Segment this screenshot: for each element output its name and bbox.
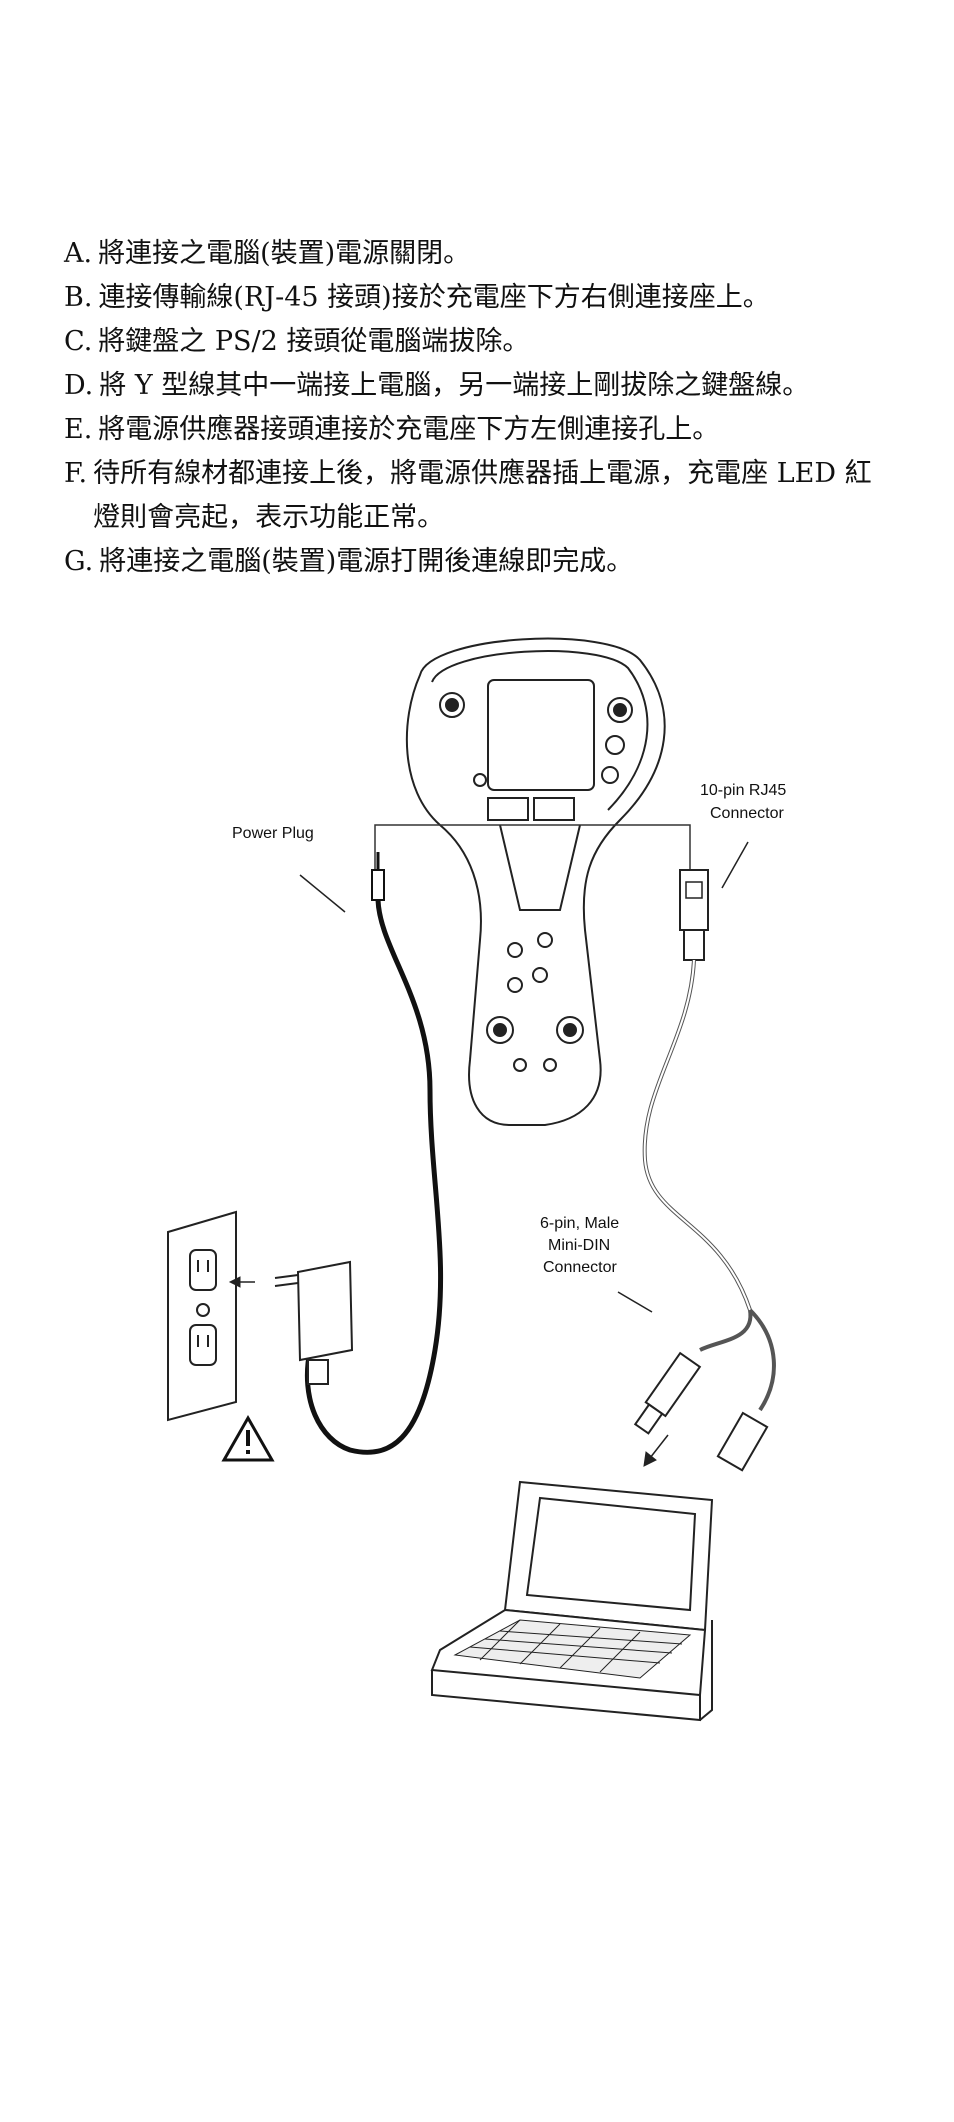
step-letter: G.: [64, 546, 94, 577]
laptop: [430, 1480, 714, 1722]
rj45-pointer: [721, 841, 749, 889]
step-letter: C.: [64, 326, 93, 357]
cradle-cable-leads: [374, 824, 691, 870]
step-text: 將連接之電腦(裝置)電源打開後連線即完成。: [99, 546, 634, 577]
wall-outlet: [167, 1210, 237, 1422]
y-cable: [633, 1308, 776, 1472]
step-letter: F.: [64, 458, 88, 489]
step-letter: D.: [64, 370, 94, 401]
step-text: 將連接之電腦(裝置)電源關閉。: [98, 238, 471, 269]
step-e: E. 將電源供應器接頭連接於充電座下方左側連接孔上。: [64, 408, 924, 452]
step-b: B. 連接傳輸線(RJ-45 接頭)接於充電座下方右側連接座上。: [64, 276, 924, 320]
power-adapter: [274, 1260, 354, 1385]
step-f: F. 待所有線材都連接上後，將電源供應器插上電源，充電座 LED 紅燈則會亮起，…: [64, 452, 924, 540]
din-pointer: [617, 1291, 653, 1313]
power-plug-label: Power Plug: [232, 825, 314, 842]
down-arrow: [643, 1434, 669, 1467]
power-plug-pointer: [299, 874, 346, 913]
step-g: G. 將連接之電腦(裝置)電源打開後連線即完成。: [64, 540, 924, 584]
power-cable: [304, 852, 444, 1455]
step-text: 將鍵盤之 PS/2 接頭從電腦端拔除。: [98, 326, 530, 357]
instruction-list: A. 將連接之電腦(裝置)電源關閉。 B. 連接傳輸線(RJ-45 接頭)接於充…: [64, 232, 924, 584]
step-a: A. 將連接之電腦(裝置)電源關閉。: [64, 232, 924, 276]
warning-icon: [221, 1414, 275, 1462]
step-text: 將電源供應器接頭連接於充電座下方左側連接孔上。: [98, 414, 720, 445]
keyboard-grid: [453, 1619, 692, 1679]
step-text: 將 Y 型線其中一端接上電腦，另一端接上剛拔除之鍵盤線。: [99, 370, 810, 401]
step-text: 連接傳輸線(RJ-45 接頭)接於充電座下方右側連接座上。: [98, 282, 770, 313]
din-label-line2: Mini-DIN: [548, 1237, 610, 1254]
rj45-cable: [642, 869, 752, 1311]
din-label-line3: Connector: [543, 1259, 617, 1276]
step-letter: E.: [64, 414, 93, 445]
charging-cradle: [405, 637, 666, 1126]
step-letter: B.: [64, 282, 93, 313]
din-label-line1: 6-pin, Male: [540, 1215, 619, 1232]
step-text: 待所有線材都連接上後，將電源供應器插上電源，充電座 LED 紅燈則會亮起，表示功…: [93, 458, 872, 533]
rj45-label-line1: 10-pin RJ45: [700, 782, 786, 799]
outlet-arrow: [228, 1276, 255, 1288]
rj45-label-line2: Connector: [710, 805, 784, 822]
step-d: D. 將 Y 型線其中一端接上電腦，另一端接上剛拔除之鍵盤線。: [64, 364, 924, 408]
connection-diagram: Power Plug 10-pin RJ45 Connector 6-pin, …: [167, 637, 786, 1722]
step-letter: A.: [64, 238, 93, 269]
step-c: C. 將鍵盤之 PS/2 接頭從電腦端拔除。: [64, 320, 924, 364]
